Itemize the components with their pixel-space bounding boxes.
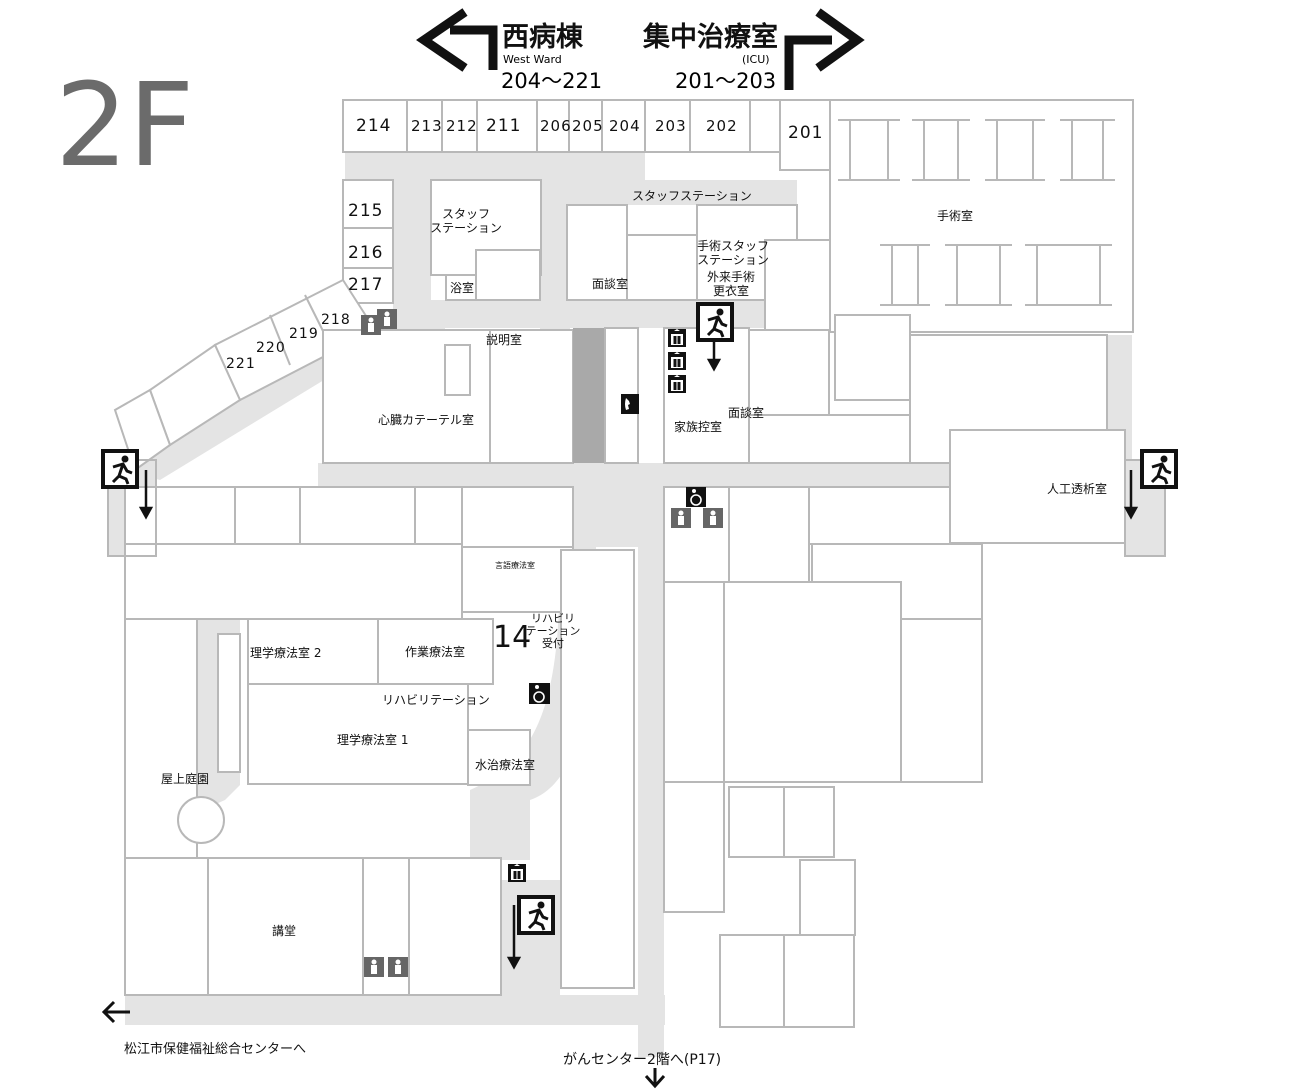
icu-rooms: 201〜203 [675, 69, 776, 93]
room-206: 206 [540, 117, 572, 135]
elevator-icon [668, 352, 686, 370]
room-220: 220 [256, 340, 286, 356]
icu-title: 集中治療室 [642, 21, 778, 53]
west-ward-title: 西病棟 [502, 22, 584, 53]
interview-room-1-label: 面談室 [592, 276, 628, 291]
operating-theatres [838, 119, 1115, 306]
room-211: 211 [486, 116, 521, 136]
dialysis-label: 人工透析室 [1047, 481, 1107, 496]
staff-station-center-label: スタッフステーション [632, 189, 752, 203]
wheelchair-icon [529, 683, 550, 704]
arrow-right-head [815, 8, 865, 72]
left-exit-label: 松江市保健福祉総合センターへ [124, 1041, 306, 1057]
surgery-staff-station-label: 手術スタッフステーション [697, 239, 769, 267]
room-214: 214 [356, 116, 391, 136]
room-205: 205 [572, 117, 604, 135]
emergency-exit-icon [99, 447, 141, 491]
restroom-icon [377, 309, 397, 329]
exit-arrows: 松江市保健福祉総合センターへ がんセンター2階へ(P17) [101, 1000, 721, 1089]
auditorium-label: 講堂 [272, 923, 296, 938]
room-202: 202 [706, 117, 738, 135]
restroom-icon [703, 508, 723, 528]
room-219: 219 [289, 326, 319, 342]
room-216: 216 [348, 243, 383, 263]
stair-arrows [138, 342, 1139, 970]
rehabilitation-label: リハビリテーション [382, 693, 490, 707]
rooftop-garden-label: 屋上庭園 [161, 771, 209, 786]
cardiac-cath-label: 心臓カテーテル室 [378, 412, 474, 427]
ot-room-label: 作業療法室 [405, 644, 465, 659]
staff-station-west-label: スタッフステーション [430, 207, 502, 235]
wheelchair-icon [686, 487, 706, 507]
room-213: 213 [411, 117, 443, 135]
rehab-reception-label: リハビリテーション受付 [526, 612, 581, 650]
elevator-icon [508, 864, 526, 882]
emergency-exit-icon [1138, 447, 1180, 491]
room-204: 204 [609, 117, 641, 135]
interview-room-2-label: 面談室 [728, 405, 764, 420]
elevator-icon [668, 375, 686, 393]
speech-therapy-label: 言語療法室 [495, 560, 535, 570]
angled-wing [113, 278, 377, 472]
room-203: 203 [655, 117, 687, 135]
arrow-left-head [416, 8, 468, 72]
restroom-icon [364, 957, 384, 977]
restroom-icon [671, 508, 691, 528]
arrow-right-icon [784, 35, 832, 90]
floor-label: 2F [55, 59, 194, 193]
pt-room-1-label: 理学療法室 1 [337, 732, 408, 747]
bottom-exit-label: がんセンター2階へ(P17) [563, 1052, 721, 1068]
west-ward-rooms: 204〜221 [501, 69, 602, 93]
rooftop-garden-circle [177, 796, 225, 844]
icu-direction: 集中治療室 (ICU) 201〜203 [642, 8, 865, 93]
telephone-icon [621, 394, 639, 414]
room-201: 201 [788, 123, 823, 143]
hydrotherapy-label: 水治療法室 [475, 757, 535, 772]
emergency-exit-icon [515, 893, 557, 937]
room-218: 218 [321, 312, 351, 328]
room-217: 217 [348, 275, 383, 295]
pt-room-2-label: 理学療法室 2 [250, 645, 321, 660]
outpatient-surgery-changing-label: 外来手術更衣室 [707, 270, 755, 298]
room-numbers: 214 213 212 211 206 205 204 203 202 201 … [226, 116, 823, 372]
family-waiting-label: 家族控室 [674, 419, 722, 434]
rehab-reception-number: 14 [493, 620, 531, 655]
rooms [107, 99, 1166, 1028]
operating-room-label: 手術室 [937, 208, 973, 223]
arrow-left-icon [101, 1000, 130, 1024]
room-221: 221 [226, 356, 256, 372]
arrow-down-icon [644, 1068, 666, 1089]
bath-label: 浴室 [450, 280, 474, 295]
emergency-exit-icon [694, 300, 736, 344]
arrow-left-icon [450, 25, 498, 70]
room-215: 215 [348, 201, 383, 221]
icu-subtitle: (ICU) [742, 53, 770, 66]
room-212: 212 [446, 117, 478, 135]
west-ward-direction: 西病棟 West Ward 204〜221 [416, 8, 602, 93]
restroom-icon [388, 957, 408, 977]
west-ward-subtitle: West Ward [503, 53, 562, 66]
elevator-icon [668, 329, 686, 347]
room-labels: スタッフステーション スタッフステーション 手術室 手術スタッフステーション 外… [161, 189, 1107, 938]
explanation-room-label: 説明室 [486, 332, 522, 347]
